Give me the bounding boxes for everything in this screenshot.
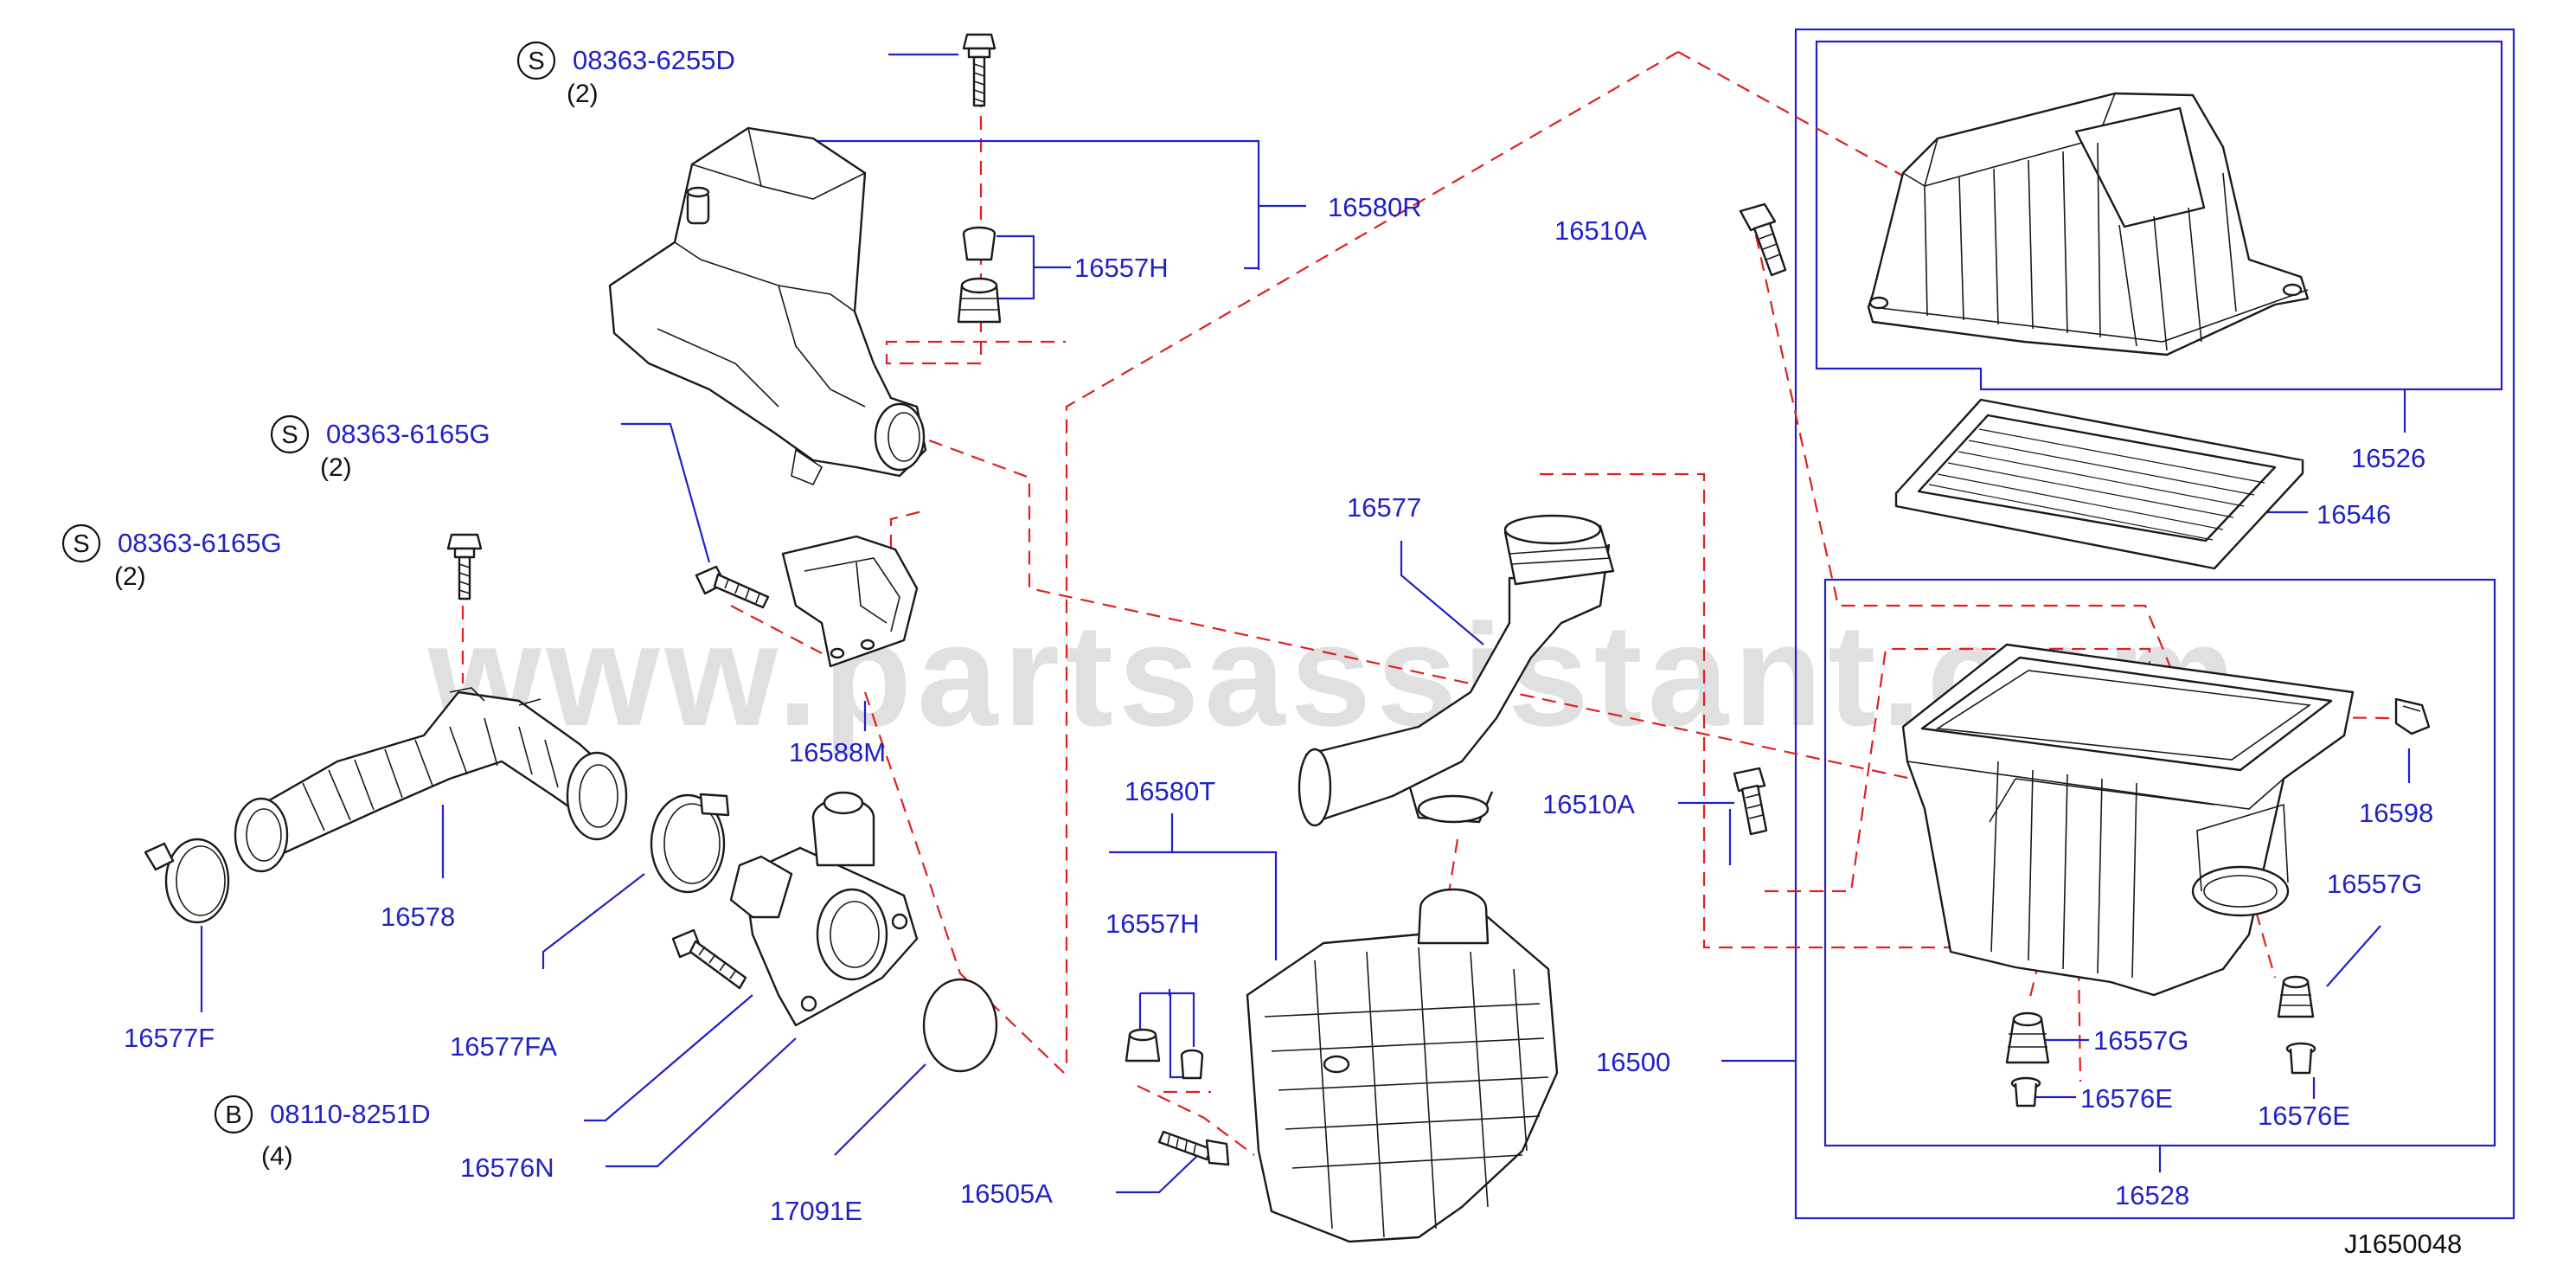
- diagram-code: J1650048: [2344, 1229, 2462, 1259]
- label-08363-6165G-b[interactable]: 08363-6165G: [118, 528, 282, 558]
- label-16557H-mid[interactable]: 16557H: [1105, 908, 1200, 939]
- label-16577F[interactable]: 16577F: [124, 1023, 215, 1053]
- collar-16557H-top-drawing: [957, 226, 1002, 324]
- bolt-08363-6165G-b-drawing: [446, 533, 483, 600]
- label-08363-6165G-a[interactable]: 08363-6165G: [326, 419, 490, 449]
- clip-16598-drawing: [2394, 697, 2431, 735]
- label-16598[interactable]: 16598: [2359, 798, 2433, 828]
- label-16510A-top[interactable]: 16510A: [1554, 215, 1647, 246]
- cover-16526-drawing: [1867, 92, 2310, 356]
- bolt-16505A-drawing: [1157, 1130, 1230, 1166]
- svg-text:B: B: [225, 1101, 241, 1129]
- label-16580R[interactable]: 16580R: [1328, 192, 1422, 222]
- bolt-16510A-mid-drawing: [1733, 767, 1768, 836]
- symbol-b: B: [214, 1095, 253, 1134]
- duct-16577-drawing: [1298, 514, 1615, 827]
- resonator-16580T-drawing: [1246, 888, 1559, 1243]
- symbol-s-2: S: [270, 414, 310, 454]
- clamp-16577FA-drawing: [650, 793, 730, 894]
- label-16528[interactable]: 16528: [2115, 1180, 2189, 1210]
- bolt-08363-6165G-a-drawing: [695, 565, 770, 609]
- label-16546[interactable]: 16546: [2316, 499, 2391, 530]
- bolt-08110-8251D-drawing: [671, 928, 747, 990]
- bracket-16588M-drawing: [781, 535, 919, 668]
- svg-text:S: S: [73, 530, 89, 558]
- svg-text:S: S: [281, 421, 298, 449]
- frame-16500: [1794, 28, 2515, 1220]
- qty-08363-6255D: (2): [567, 80, 599, 108]
- label-16580T[interactable]: 16580T: [1125, 776, 1215, 806]
- qty-08363-6165G-a: (2): [320, 453, 352, 482]
- label-16576E-a[interactable]: 16576E: [2080, 1083, 2173, 1114]
- label-16557H-top[interactable]: 16557H: [1074, 253, 1169, 283]
- label-16510A-mid[interactable]: 16510A: [1542, 789, 1635, 819]
- duct-16578-drawing: [234, 687, 628, 873]
- filter-16546-drawing: [1894, 398, 2304, 570]
- label-16577FA[interactable]: 16577FA: [450, 1031, 557, 1062]
- resonator-16580R-drawing: [608, 126, 927, 486]
- leader-lines: [200, 53, 2411, 1194]
- label-16588M[interactable]: 16588M: [789, 737, 886, 767]
- label-16557G-a[interactable]: 16557G: [2327, 869, 2422, 899]
- label-08110-8251D[interactable]: 08110-8251D: [270, 1099, 431, 1129]
- grommet-16557H-mid-drawing: [1125, 1028, 1204, 1080]
- label-16578[interactable]: 16578: [381, 902, 455, 932]
- symbol-s-3: S: [61, 523, 101, 563]
- qty-08110-8251D: (4): [261, 1142, 293, 1171]
- svg-text:S: S: [528, 48, 544, 75]
- lower-case-16528-drawing: [1901, 643, 2355, 997]
- grommets-16557G-drawing: [2005, 975, 2315, 1064]
- label-16577[interactable]: 16577: [1347, 492, 1421, 523]
- label-16557G-b[interactable]: 16557G: [2093, 1025, 2188, 1056]
- label-16576N[interactable]: 16576N: [460, 1152, 554, 1183]
- qty-08363-6165G-b: (2): [114, 562, 146, 591]
- label-17091E[interactable]: 17091E: [770, 1196, 862, 1226]
- adapter-16576N-drawing: [729, 791, 919, 1027]
- bolt-08363-6255D-drawing: [962, 33, 996, 107]
- bolt-16510A-top-drawing: [1739, 202, 1787, 277]
- label-16576E-b[interactable]: 16576E: [2258, 1101, 2350, 1131]
- symbol-s-1: S: [516, 41, 556, 80]
- frame-16526: [1815, 40, 2503, 391]
- gasket-17091E-drawing: [922, 978, 998, 1073]
- clamp-16577F-drawing: [144, 838, 230, 924]
- label-08363-6255D[interactable]: 08363-6255D: [573, 45, 735, 75]
- collars-16576E-drawing: [2010, 1042, 2316, 1107]
- label-16500[interactable]: 16500: [1596, 1047, 1670, 1077]
- part-labels: 08363-6255D (2) 16580R 16557H 16510A 083…: [114, 45, 2462, 1259]
- label-16526[interactable]: 16526: [2351, 443, 2425, 473]
- label-16505A[interactable]: 16505A: [960, 1178, 1053, 1209]
